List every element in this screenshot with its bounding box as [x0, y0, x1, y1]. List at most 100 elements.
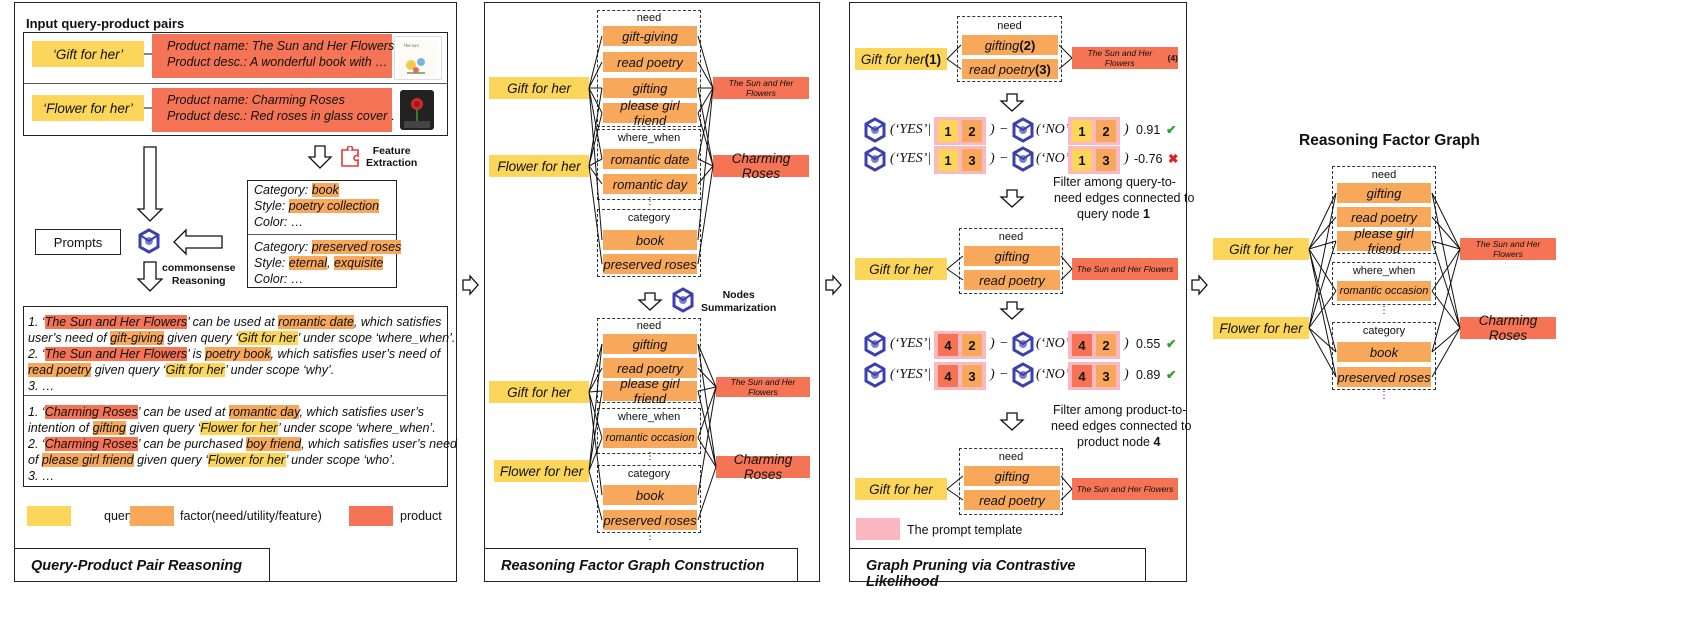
top-query-2: Flower for her	[489, 155, 589, 177]
final-ww-scope: where_when	[1352, 265, 1416, 277]
top-ww-item-1: romantic day	[602, 173, 698, 195]
token-need: 3	[1096, 149, 1116, 171]
panel4-title: Reasoning Factor Graph	[1299, 132, 1480, 149]
bottom-cat-item-0: book	[602, 484, 698, 506]
pair1-query: ‘Gift for her’	[32, 41, 144, 67]
close-paren: )	[1124, 122, 1129, 137]
final-query-1: Gift for her	[1213, 238, 1309, 260]
features-divider	[248, 234, 396, 235]
g2-query: Gift for her	[855, 258, 947, 280]
final-need-item-2: please girl friend	[1336, 226, 1432, 256]
reasoning-divider	[24, 395, 447, 396]
score: 0.91	[1136, 123, 1161, 137]
g2-product: The Sun and Her Flowers	[1072, 258, 1178, 280]
pair2-product-box	[152, 88, 392, 132]
formula-row-4: (‘YES’| 4 3 ) − (‘NO’| 4 3 ) 0.89 ✔	[858, 362, 1178, 390]
check-mark: ✔	[1166, 337, 1177, 351]
top-cat-item-1: preserved roses	[602, 253, 698, 275]
g3-query: Gift for her	[855, 478, 947, 500]
prompts-box: Prompts	[35, 229, 121, 255]
g3-need-scope: need	[998, 451, 1024, 463]
close-paren: )	[990, 151, 995, 166]
reasoning-box	[23, 306, 448, 487]
filter2-line1: Filter among product-to-	[1053, 403, 1187, 417]
top-need-item-0: gift-giving	[602, 25, 698, 47]
pair1-product-box	[152, 34, 392, 78]
minus-sign: −	[1000, 151, 1008, 166]
reason1-line1: 1. ‘The Sun and Her Flowers’ can be used…	[28, 315, 442, 329]
token-query: 1	[938, 149, 958, 171]
bottom-dots-2: ⋮	[645, 531, 655, 542]
puzzle-icon	[339, 146, 363, 168]
feature-extraction-label: Feature Extraction	[366, 145, 418, 169]
yes-text: (‘YES’|	[890, 151, 932, 166]
pair-divider	[24, 83, 447, 84]
llm-icon-p1	[136, 228, 162, 254]
panel2-title: Reasoning Factor Graph Construction	[484, 548, 798, 582]
final-need-scope: need	[1371, 169, 1397, 181]
token-need: 2	[1096, 120, 1116, 142]
pair1-product-name: Product name: The Sun and Her Flowers	[167, 39, 395, 53]
check-mark: ✔	[1166, 123, 1177, 137]
llm-icon-p2	[670, 287, 696, 313]
bottom-ww-item-0: romantic occasion	[602, 427, 698, 449]
llm-icon	[862, 146, 888, 172]
score: 0.55	[1136, 337, 1161, 351]
llm-icon	[862, 117, 888, 143]
bottom-need-scope: need	[636, 320, 662, 332]
llm-icon	[862, 331, 888, 357]
nodes-summarization-label: Nodes Summarization	[701, 289, 777, 314]
roses-image	[394, 88, 440, 132]
filter1-line2: need edges connected to	[1054, 191, 1195, 205]
llm-icon	[1010, 117, 1036, 143]
input-pairs-header: Input query-product pairs	[26, 16, 185, 31]
token-need: 2	[1096, 334, 1116, 356]
token-need: 3	[962, 149, 982, 171]
top-ww-scope: where_when	[617, 132, 681, 144]
svg-text:the sun: the sun	[404, 43, 419, 48]
final-cat-scope: category	[1362, 325, 1406, 337]
reason2-line5: 3. …	[28, 469, 55, 483]
minus-sign: −	[1000, 336, 1008, 351]
token-product: 4	[1072, 334, 1092, 356]
llm-icon	[862, 362, 888, 388]
final-product-1: The Sun and Her Flowers	[1460, 238, 1556, 260]
token-query: 1	[1072, 120, 1092, 142]
close-paren: )	[1124, 336, 1129, 351]
reason1-line4: read poetry given query ‘Gift for her’ u…	[28, 363, 335, 377]
reason2-line3: 2. ‘Charming Roses’ can be purchased boy…	[28, 437, 457, 451]
final-dots-1: ⋮	[1379, 305, 1389, 316]
close-paren: )	[990, 367, 995, 382]
token-product: 4	[938, 334, 958, 356]
pair2-product-name: Product name: Charming Roses	[167, 93, 345, 107]
top-product-1: The Sun and Her Flowers	[713, 77, 809, 99]
commonsense-reasoning-label: commonsense Reasoning	[162, 262, 236, 287]
final-query-2: Flower for her	[1213, 317, 1309, 339]
g1-need-scope: need	[997, 20, 1022, 32]
bottom-product-1: The Sun and Her Flowers	[716, 377, 810, 397]
close-paren: )	[1124, 367, 1129, 382]
close-paren: )	[1124, 151, 1129, 166]
token-need: 2	[962, 120, 982, 142]
token-query: 1	[938, 120, 958, 142]
llm-icon	[1010, 146, 1036, 172]
final-dots-2: ⋮	[1379, 390, 1389, 401]
reason2-line4: of please girl friend given query ‘Flowe…	[28, 453, 396, 467]
bottom-need-item-1: read poetry	[602, 357, 698, 379]
top-cat-scope: category	[627, 212, 671, 224]
g1-need-gifting: gifting (2)	[961, 34, 1059, 56]
feature2-style: Style: eternal, exquisite	[254, 256, 384, 270]
bottom-cat-item-1: preserved roses	[602, 509, 698, 531]
top-dots-1: ⋮	[645, 196, 655, 207]
token-product: 4	[1072, 365, 1092, 387]
bottom-dots-1: ⋮	[645, 451, 655, 462]
legend-factor-swatch	[130, 506, 174, 526]
features-box	[247, 180, 397, 288]
formula-row-3: (‘YES’| 4 2 ) − (‘NO’| 4 2 ) 0.55 ✔	[858, 331, 1178, 359]
g3-need-read-poetry: read poetry	[963, 489, 1061, 511]
top-product-2: Charming Roses	[713, 151, 809, 181]
feature2-category: Category: preserved roses	[254, 240, 402, 254]
top-need-scope: need	[636, 12, 662, 24]
g3-need-gifting: gifting	[963, 465, 1061, 487]
legend-query-label: query	[104, 509, 136, 523]
